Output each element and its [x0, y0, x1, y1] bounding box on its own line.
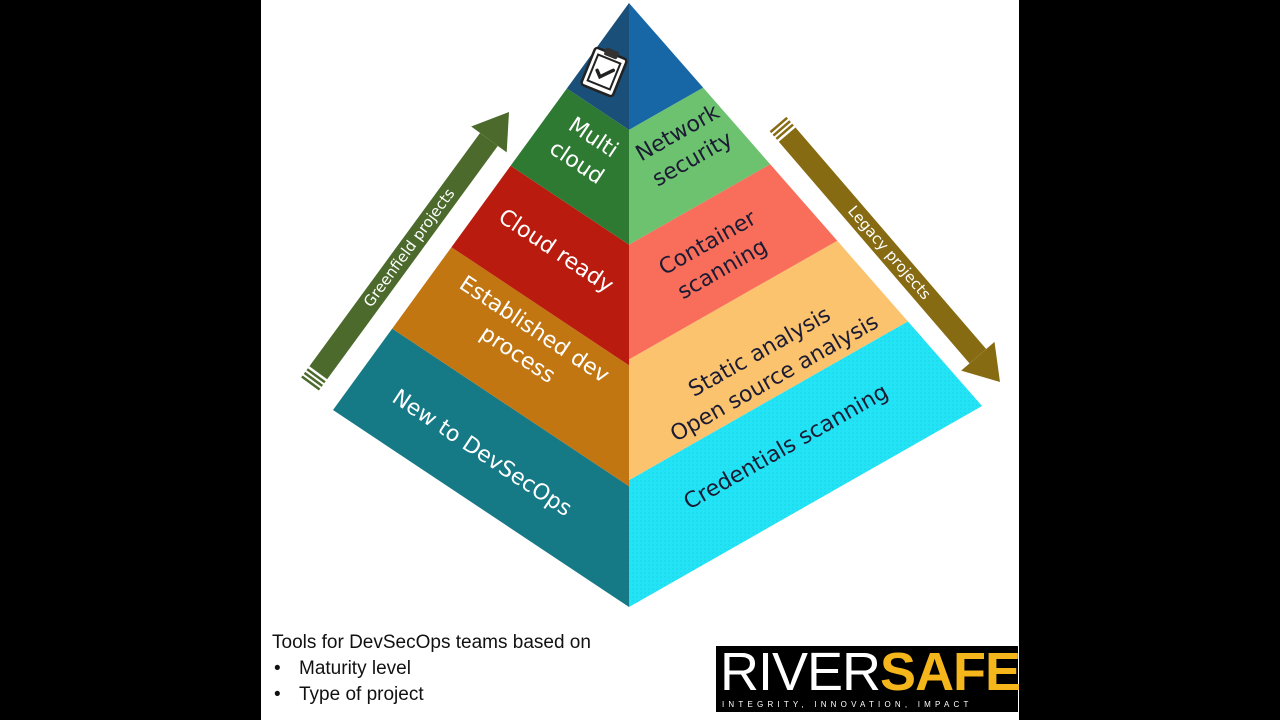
caption-title: Tools for DevSecOps teams based on — [272, 632, 591, 653]
caption: Tools for DevSecOps teams based on Matur… — [272, 630, 692, 708]
pyramid-left-layer-new — [333, 328, 629, 607]
pyramid-left-layer-cloud_ready — [451, 165, 629, 366]
pyramid-right-layer-texture — [629, 321, 982, 607]
riversafe-logo: RIVERSAFE INTEGRITY, INNOVATION, IMPACT — [716, 642, 1021, 712]
pyramid-right-layer-top_right — [629, 3, 704, 130]
pyramid-right-layer-container — [629, 164, 838, 360]
caption-bullet-project-type: Type of project — [272, 682, 692, 708]
pyramid-right-layer-static — [629, 240, 908, 481]
logo-safe-text: SAFE — [880, 642, 1021, 702]
logo-tagline: INTEGRITY, INNOVATION, IMPACT — [722, 700, 973, 709]
logo-river-text: RIVER — [720, 642, 881, 702]
pyramid-right-layer-network — [629, 87, 771, 245]
pyramid-left-layer-established — [392, 247, 629, 487]
caption-bullet-maturity: Maturity level — [272, 656, 692, 682]
clipboard-check-icon — [580, 46, 628, 98]
pyramid-left-layer-multi_cloud — [510, 88, 629, 245]
